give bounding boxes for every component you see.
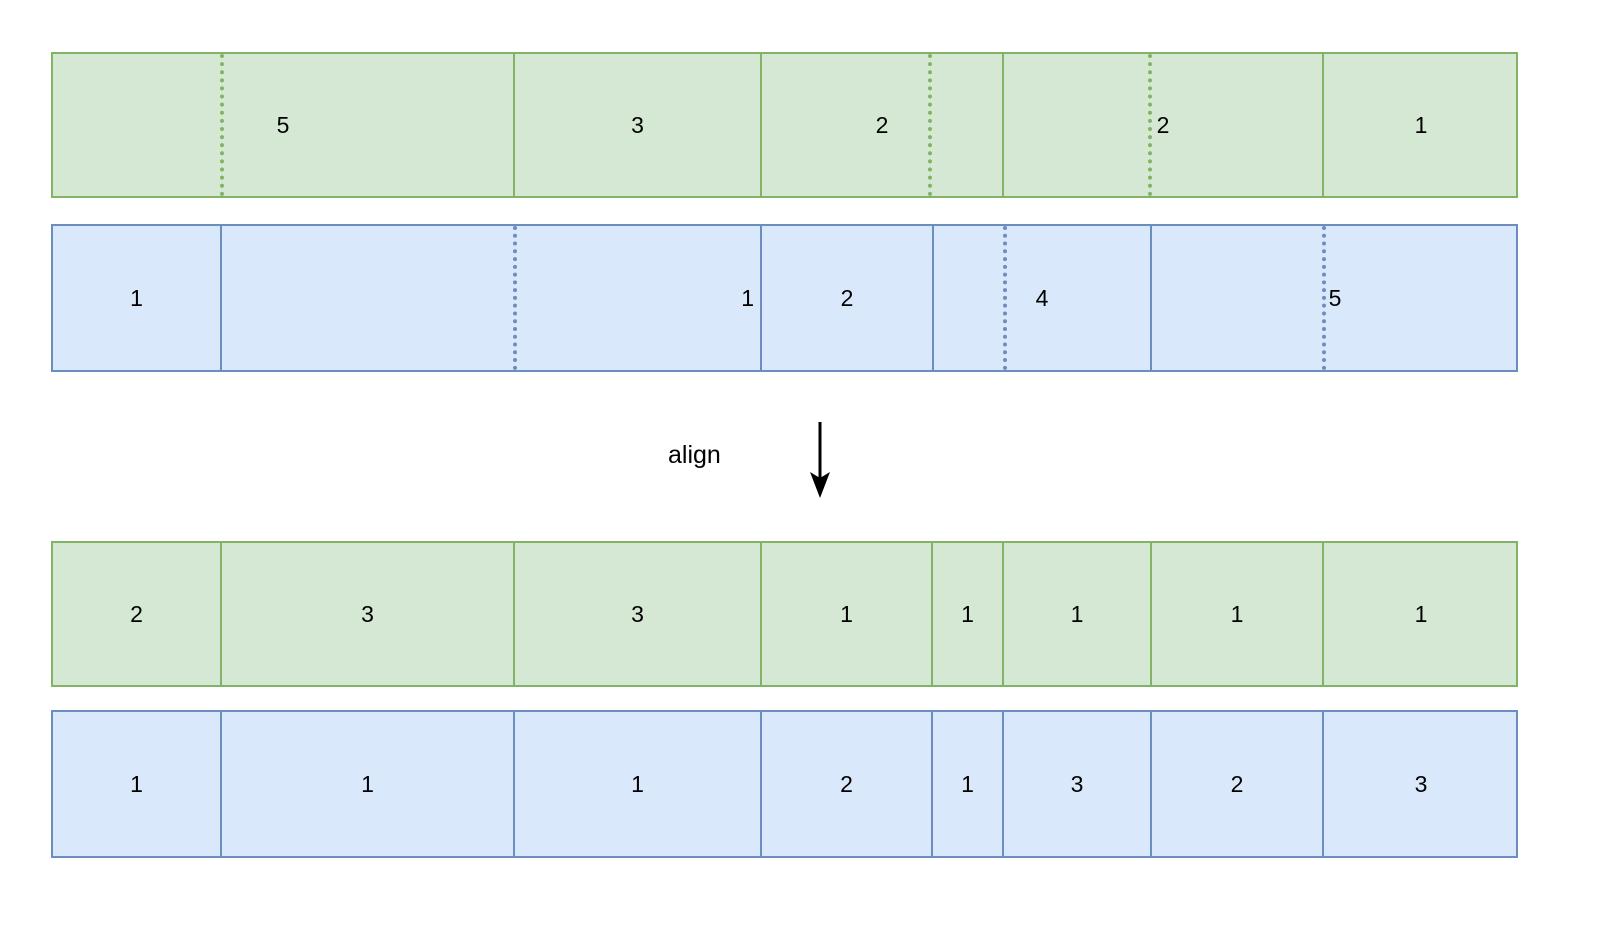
cell-value: 1 — [631, 770, 644, 797]
cell-value: 2 — [840, 770, 853, 797]
source-sequence-blue-before: 1 1 2 4 5 — [51, 224, 1518, 372]
cell-value: 2 — [1156, 111, 1170, 138]
sequence-cell: 5 — [53, 54, 513, 196]
cell-value: 2 — [875, 111, 889, 138]
sequence-cell: 1 — [1322, 543, 1518, 685]
sequence-cell: 5 — [1150, 226, 1518, 370]
sequence-cell: 1 — [513, 712, 760, 856]
cell-value: 3 — [1414, 770, 1428, 797]
sequence-cell: 1 — [1002, 543, 1150, 685]
cell-value: 1 — [961, 600, 974, 627]
cell-value: 1 — [1230, 600, 1244, 627]
sequence-cell: 3 — [220, 543, 513, 685]
cell-value: 3 — [631, 600, 644, 627]
align-label: align — [668, 441, 721, 469]
cell-value: 1 — [361, 770, 374, 797]
down-arrow-icon — [810, 422, 830, 498]
aligned-sequence-blue-after: 1 1 1 2 1 3 2 3 — [51, 710, 1518, 858]
sequence-cell: 2 — [1002, 54, 1322, 196]
cell-value: 5 — [1328, 284, 1342, 311]
cell-value: 1 — [961, 770, 974, 797]
sequence-cell: 1 — [220, 712, 513, 856]
cell-value: 1 — [1414, 600, 1428, 627]
sequence-cell: 1 — [53, 226, 220, 370]
cell-value: 2 — [840, 284, 854, 311]
source-sequence-green-before: 5 3 2 2 1 — [51, 52, 1518, 198]
cell-value: 1 — [1070, 600, 1084, 627]
sequence-cell: 2 — [1150, 712, 1322, 856]
sequence-cell: 2 — [760, 712, 931, 856]
cell-value: 5 — [276, 111, 290, 138]
sequence-cell: 1 — [53, 712, 220, 856]
sequence-cell: 1 — [931, 543, 1002, 685]
cell-value: 1 — [130, 770, 143, 797]
cell-value: 3 — [631, 111, 644, 138]
sequence-cell: 2 — [760, 54, 1002, 196]
cell-value: 3 — [1070, 770, 1084, 797]
cell-value: 2 — [130, 600, 143, 627]
cell-value: 1 — [130, 284, 143, 311]
cell-value: 2 — [1230, 770, 1244, 797]
cell-value: 1 — [840, 600, 853, 627]
aligned-sequence-green-after: 2 3 3 1 1 1 1 1 — [51, 541, 1518, 687]
sequence-cell: 3 — [513, 543, 760, 685]
sequence-cell: 1 — [1150, 543, 1322, 685]
sequence-cell: 1 — [220, 226, 760, 370]
sequence-cell: 3 — [1002, 712, 1150, 856]
sequence-cell: 1 — [1322, 54, 1518, 196]
cell-value: 4 — [1035, 284, 1049, 311]
sequence-cell: 4 — [932, 226, 1150, 370]
sequence-cell: 3 — [513, 54, 760, 196]
sequence-cell: 1 — [931, 712, 1002, 856]
cell-value: 1 — [741, 284, 754, 311]
cell-value: 3 — [361, 600, 374, 627]
sequence-cell: 2 — [760, 226, 932, 370]
sequence-cell: 1 — [760, 543, 931, 685]
sequence-cell: 3 — [1322, 712, 1518, 856]
sequence-cell: 2 — [53, 543, 220, 685]
cell-value: 1 — [1414, 111, 1428, 138]
